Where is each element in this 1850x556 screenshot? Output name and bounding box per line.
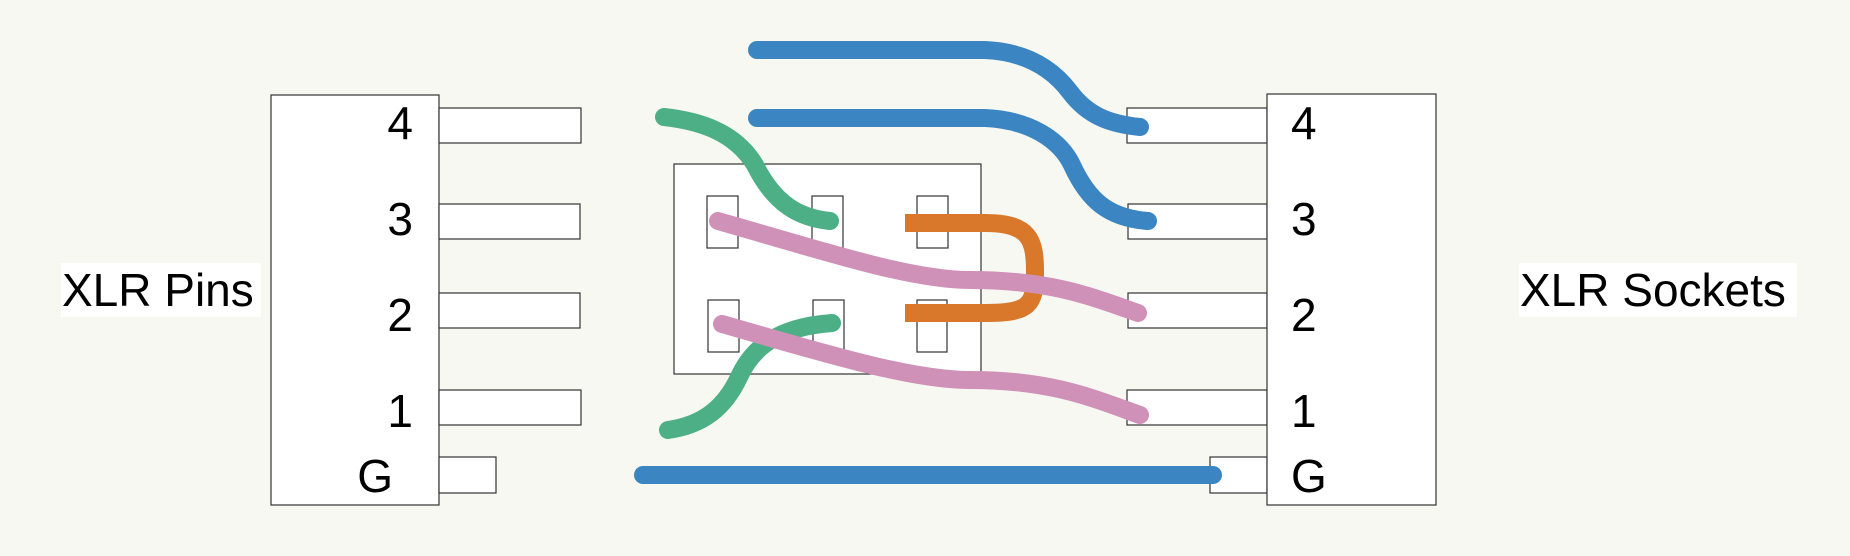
right-socket-g-label: G — [1291, 450, 1327, 502]
wire-pink-lower — [713, 315, 1149, 424]
left-pin-4-label: 4 — [387, 97, 413, 149]
right-socket-3-label: 3 — [1291, 193, 1317, 245]
wire-orange-jumper — [905, 214, 1044, 322]
wire-pink-upper — [709, 212, 1147, 322]
right-socket-2 — [1127, 292, 1268, 329]
right-socket-1 — [1126, 389, 1268, 426]
right-connector: 4 3 2 1 G — [1126, 93, 1437, 506]
right-socket-4-label: 4 — [1291, 97, 1317, 149]
right-connector-body — [1266, 93, 1437, 506]
right-socket-1-label: 1 — [1291, 385, 1317, 437]
left-connector-body — [270, 94, 440, 506]
left-pin-3-label: 3 — [387, 193, 413, 245]
right-socket-4 — [1126, 107, 1268, 144]
left-pin-2 — [438, 292, 581, 329]
wire-blue-second — [748, 109, 1157, 230]
left-pin-4 — [438, 107, 582, 144]
left-pin-g — [438, 456, 497, 494]
wire-blue-top — [748, 41, 1149, 136]
left-pin-3 — [438, 203, 581, 240]
right-connector-label: XLR Sockets — [1520, 264, 1786, 316]
wires — [634, 41, 1222, 484]
left-pin-1-label: 1 — [387, 385, 413, 437]
left-pin-2-label: 2 — [387, 289, 413, 341]
right-label-background — [1519, 263, 1797, 317]
left-pin-g-label: G — [357, 450, 393, 502]
left-label-background — [61, 263, 261, 317]
left-pin-1 — [438, 389, 582, 426]
left-connector: 4 3 2 1 G — [270, 94, 582, 506]
left-connector-label: XLR Pins — [62, 264, 254, 316]
right-socket-2-label: 2 — [1291, 289, 1317, 341]
wire-green-lower — [659, 314, 841, 439]
wire-green-upper — [655, 108, 839, 230]
